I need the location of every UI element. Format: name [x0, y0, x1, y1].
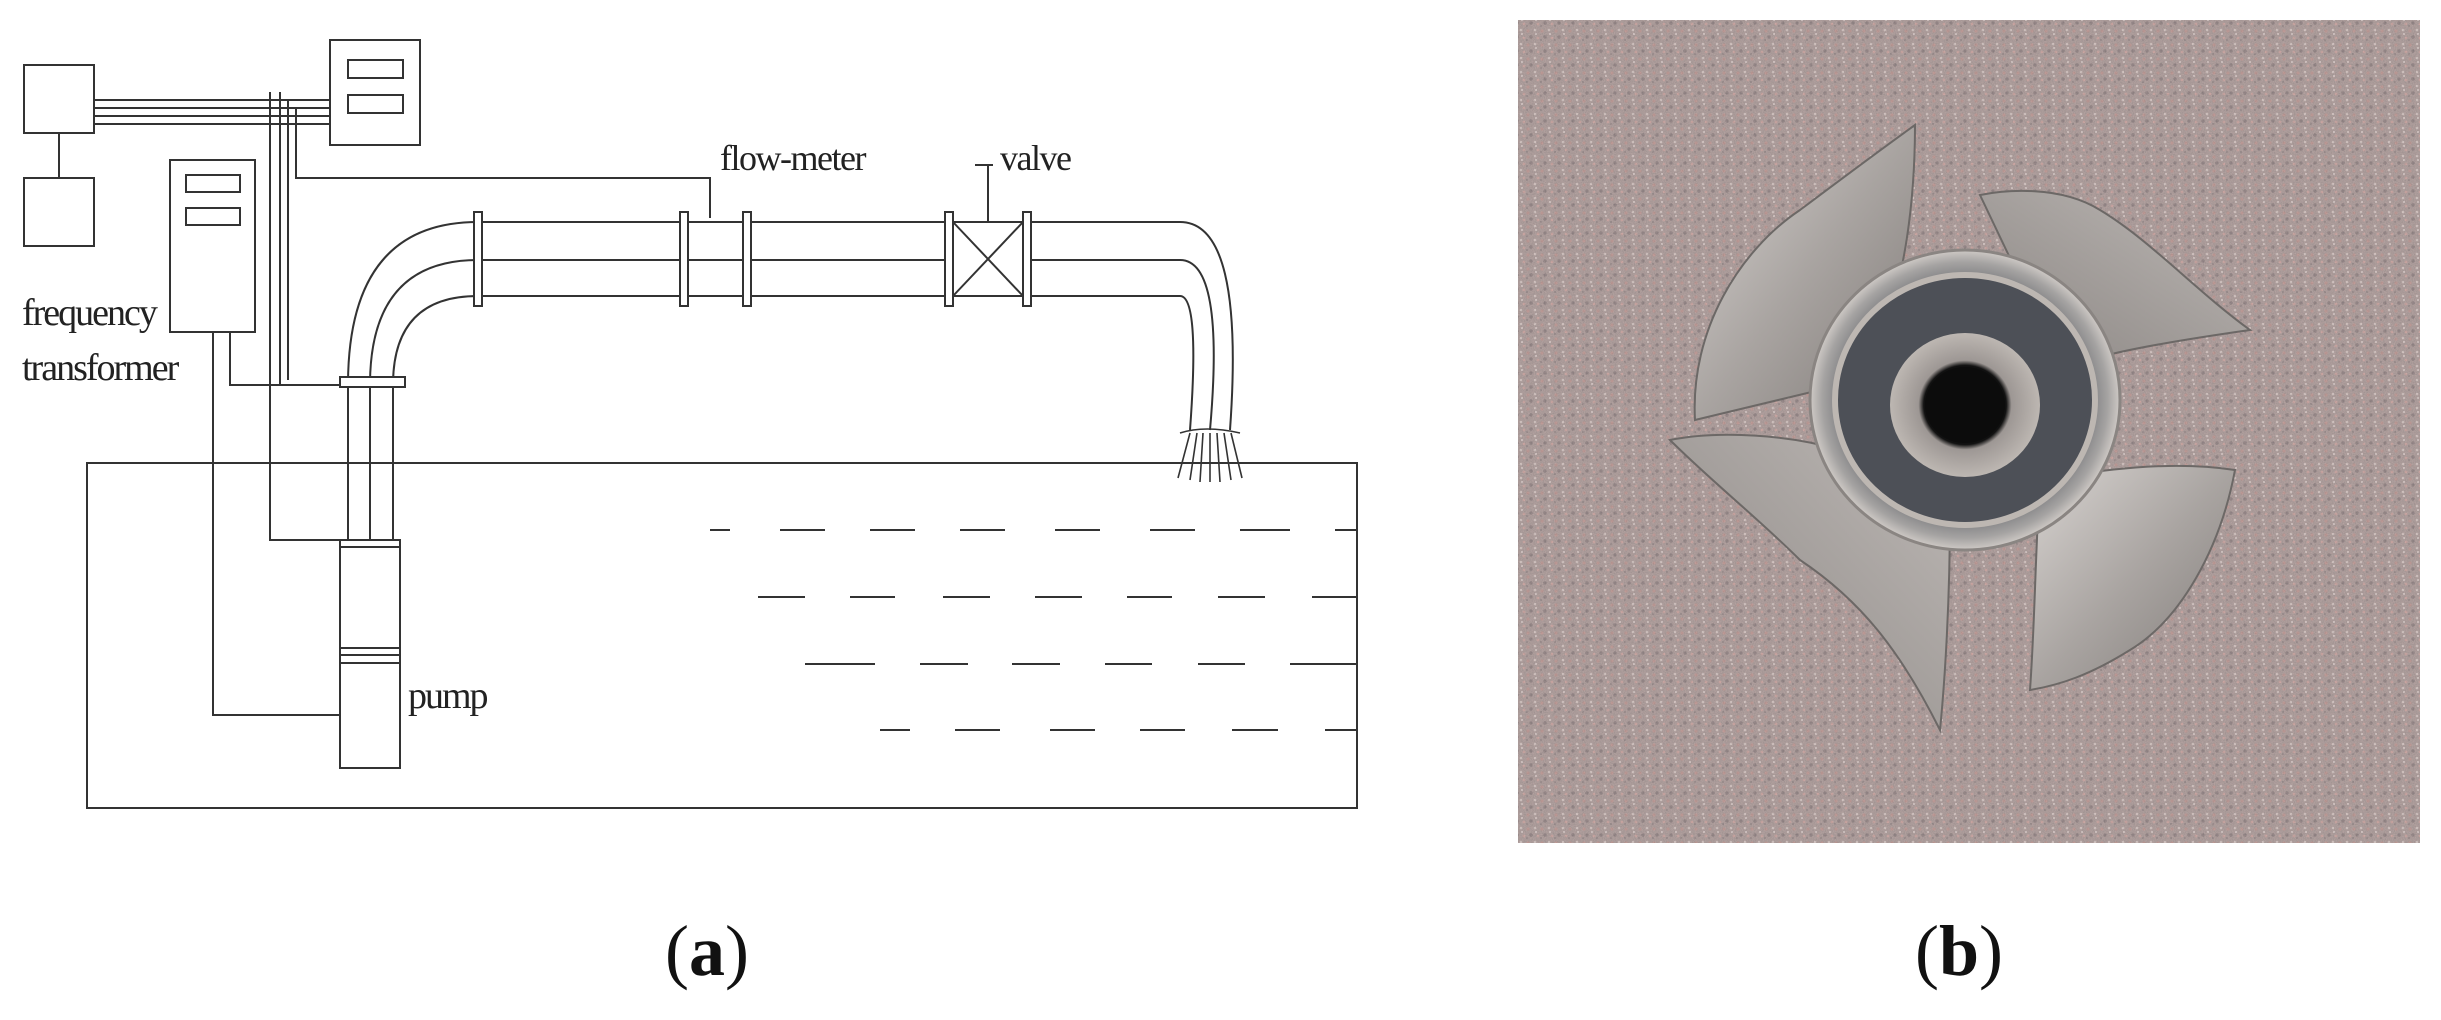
frequency-label-line2: transformer: [22, 347, 180, 389]
instrument-box-top-left: [23, 64, 95, 134]
pump-label: pump: [408, 675, 488, 717]
instrument-box-bottom-left: [23, 177, 95, 247]
water-tank: [86, 462, 1358, 809]
impeller-blade-bottom-right: [2028, 464, 2237, 692]
frequency-transformer-box: [169, 159, 256, 333]
flow-meter-label: flow-meter: [720, 138, 866, 178]
frequency-label-line1: frequency: [22, 292, 158, 334]
pipe: [339, 211, 1234, 540]
schematic-panel: [23, 39, 1358, 809]
caption-a: (a): [665, 911, 749, 991]
valve-label: valve: [1000, 138, 1071, 178]
caption-b: (b): [1915, 911, 2003, 991]
valve: [952, 164, 1024, 297]
water-dashes: [710, 529, 1357, 731]
impeller-photo: [1518, 20, 2420, 843]
pump: [339, 539, 401, 769]
instrument-box-top-right: [329, 39, 421, 146]
impeller-blade-top-right: [1978, 189, 2253, 362]
outlet-spray: [1177, 428, 1243, 483]
